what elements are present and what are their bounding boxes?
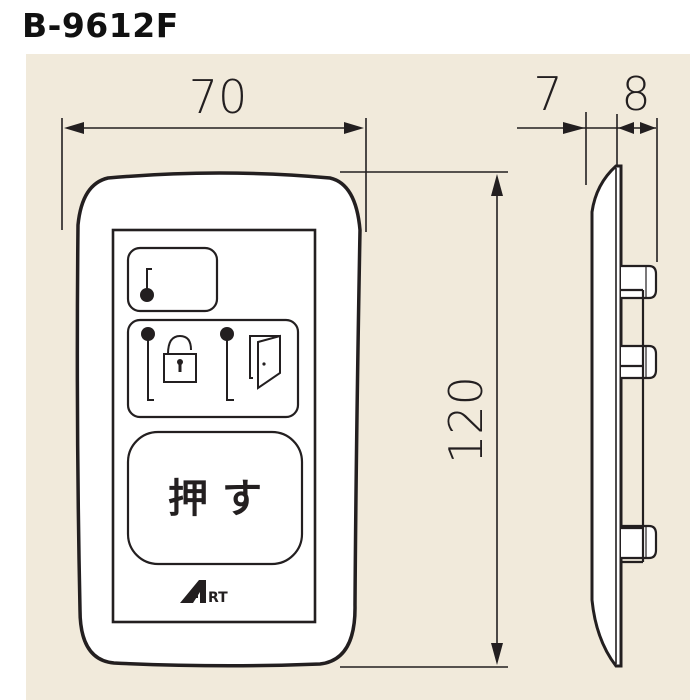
push-button-label: 押 す bbox=[168, 476, 262, 522]
depth-plate-label: 7 bbox=[533, 67, 562, 121]
depth-dimension bbox=[517, 112, 658, 262]
dual-switch-box bbox=[126, 318, 300, 419]
unlocked-padlock-icon bbox=[163, 334, 197, 383]
single-switch-box bbox=[126, 246, 219, 313]
side-view-plate bbox=[590, 164, 658, 668]
height-label: 120 bbox=[439, 376, 493, 464]
push-button bbox=[126, 430, 304, 566]
width-label: 70 bbox=[189, 70, 248, 124]
depth-back-label: 8 bbox=[621, 67, 650, 121]
open-door-icon bbox=[249, 334, 281, 390]
switch-single-icon bbox=[140, 268, 154, 302]
front-view-plate: 押 す RT bbox=[75, 171, 362, 668]
height-dimension bbox=[340, 171, 508, 668]
switch-door-icon bbox=[220, 327, 234, 401]
switch-lock-icon bbox=[141, 327, 155, 401]
drawing-panel: 70 120 bbox=[26, 54, 690, 700]
width-dimension bbox=[61, 118, 367, 232]
product-model-title: B-9612F bbox=[22, 6, 179, 45]
svg-text:RT: RT bbox=[208, 590, 228, 606]
art-logo: RT bbox=[180, 580, 228, 606]
